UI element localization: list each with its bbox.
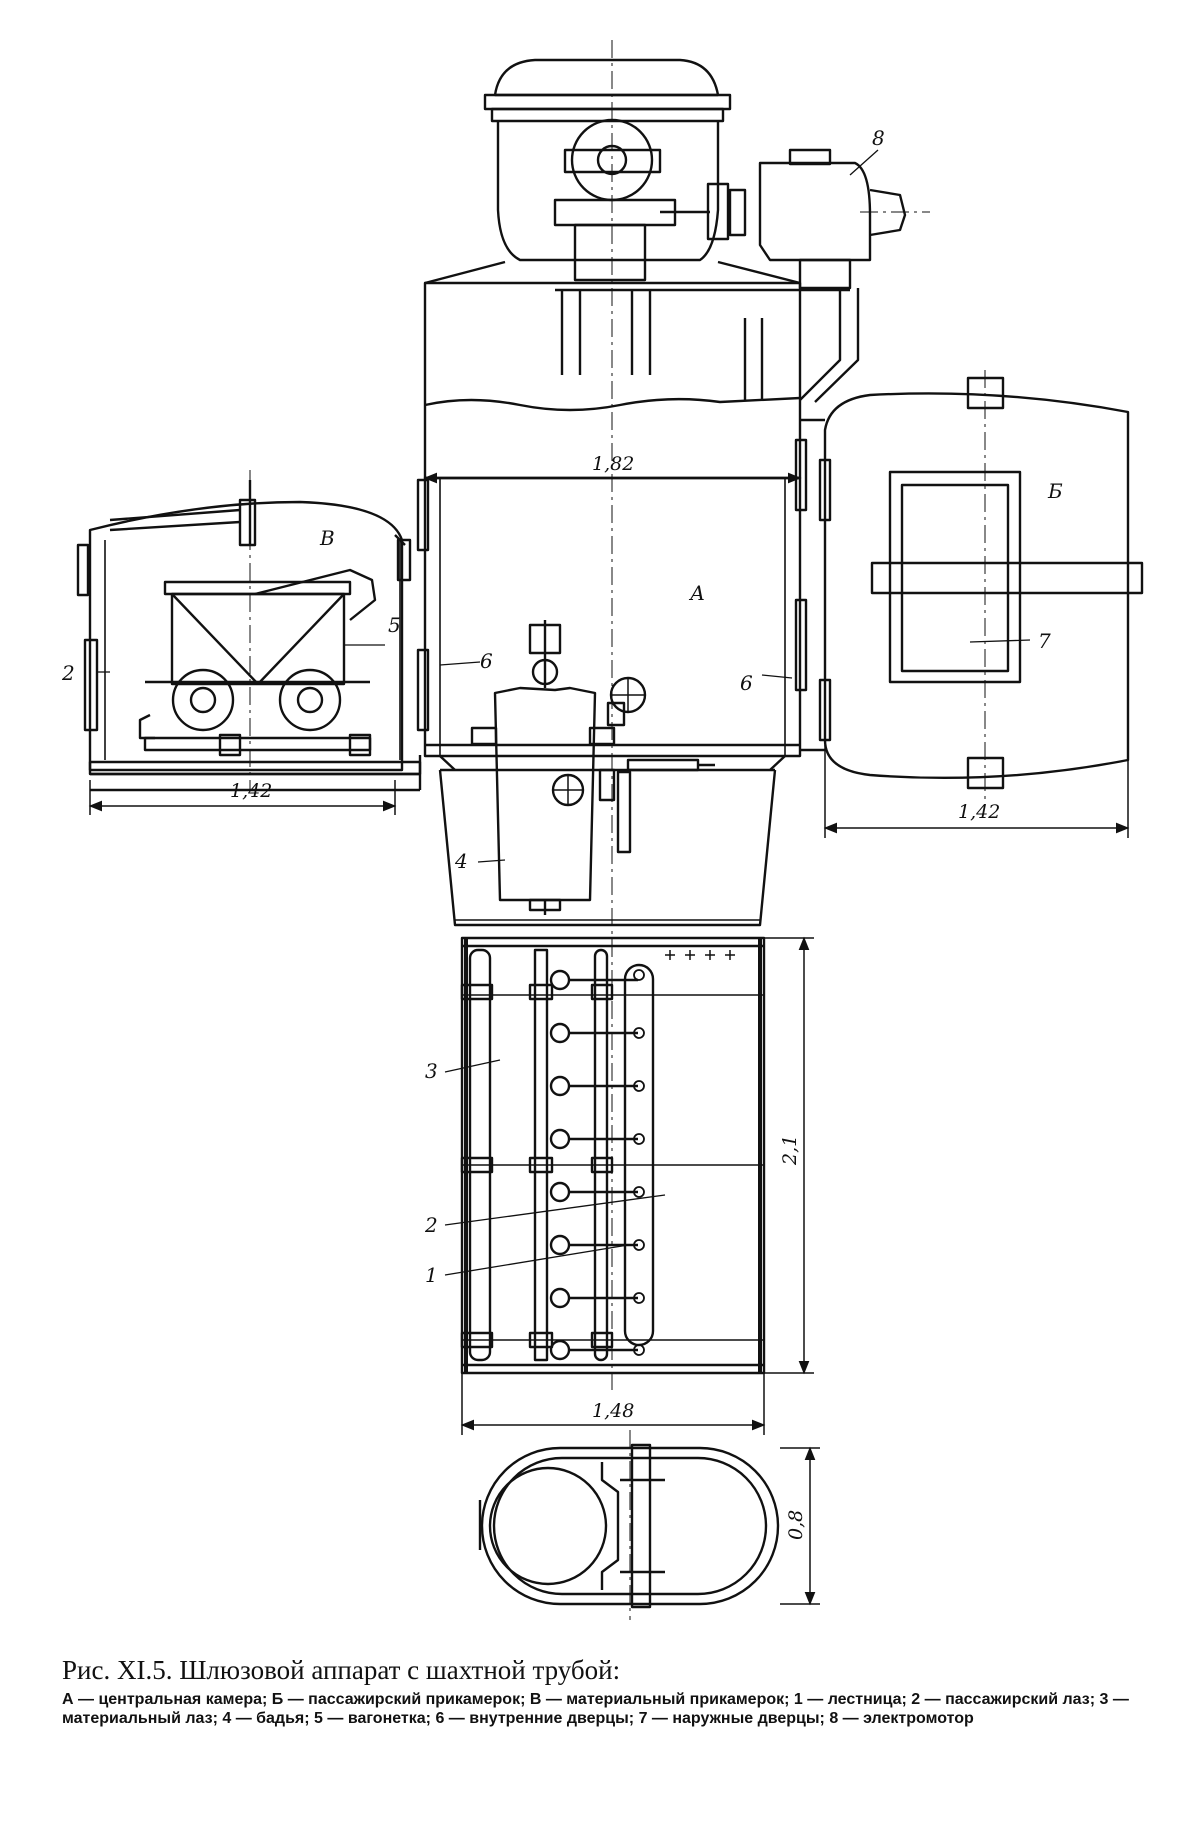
label-2-pipe: 2 [424,1213,438,1237]
airlock-drawing: А Б В 8 7 5 6 6 2 4 3 2 1 1,82 1,42 1,42… [61,40,1144,1620]
label-1: 1 [425,1263,438,1287]
bucket [470,620,715,915]
label-b: Б [1047,479,1063,503]
dim-left-width: 1,42 [230,780,272,802]
dimension-lines [88,472,1130,1606]
cross-section-oval [478,1443,780,1609]
label-6-right: 6 [740,671,753,695]
material-side-chamber [76,480,422,792]
label-4: 4 [454,849,468,873]
label-6-left: 6 [480,649,493,673]
dim-right-width: 1,42 [958,801,1000,823]
dimension-values: 1,82 1,42 1,42 1,48 2,1 0,8 [230,453,1000,1540]
center-lines [249,40,986,1620]
label-v: В [319,526,335,550]
caption-legend: А — центральная камера; Б — пассажирский… [62,1691,1129,1727]
label-2-left: 2 [61,661,75,685]
figure-caption: Рис. XI.5. Шлюзовой аппарат с шахтной тр… [62,1655,1152,1728]
label-5: 5 [388,613,401,637]
central-chamber-upper [423,281,860,480]
passenger-side-chamber [800,376,1144,790]
dim-pipe-width: 1,48 [592,1400,634,1422]
top-dome [424,58,801,285]
part-labels: А Б В 8 7 5 6 6 2 4 3 2 1 [61,126,1063,1287]
dim-section-depth: 0,8 [785,1510,807,1540]
label-a: А [688,581,705,605]
label-8: 8 [872,126,885,150]
shaft-pipe [460,936,766,1375]
leader-lines [96,149,1031,1276]
dim-central-width: 1,82 [592,453,634,475]
wagon [138,568,377,757]
label-3: 3 [425,1059,438,1083]
electric-motor-group [553,118,907,290]
caption-title: Рис. XI.5. Шлюзовой аппарат с шахтной тр… [62,1655,621,1685]
label-7: 7 [1038,629,1051,653]
dim-pipe-height: 2,1 [779,1135,801,1166]
central-chamber-body [416,438,808,927]
